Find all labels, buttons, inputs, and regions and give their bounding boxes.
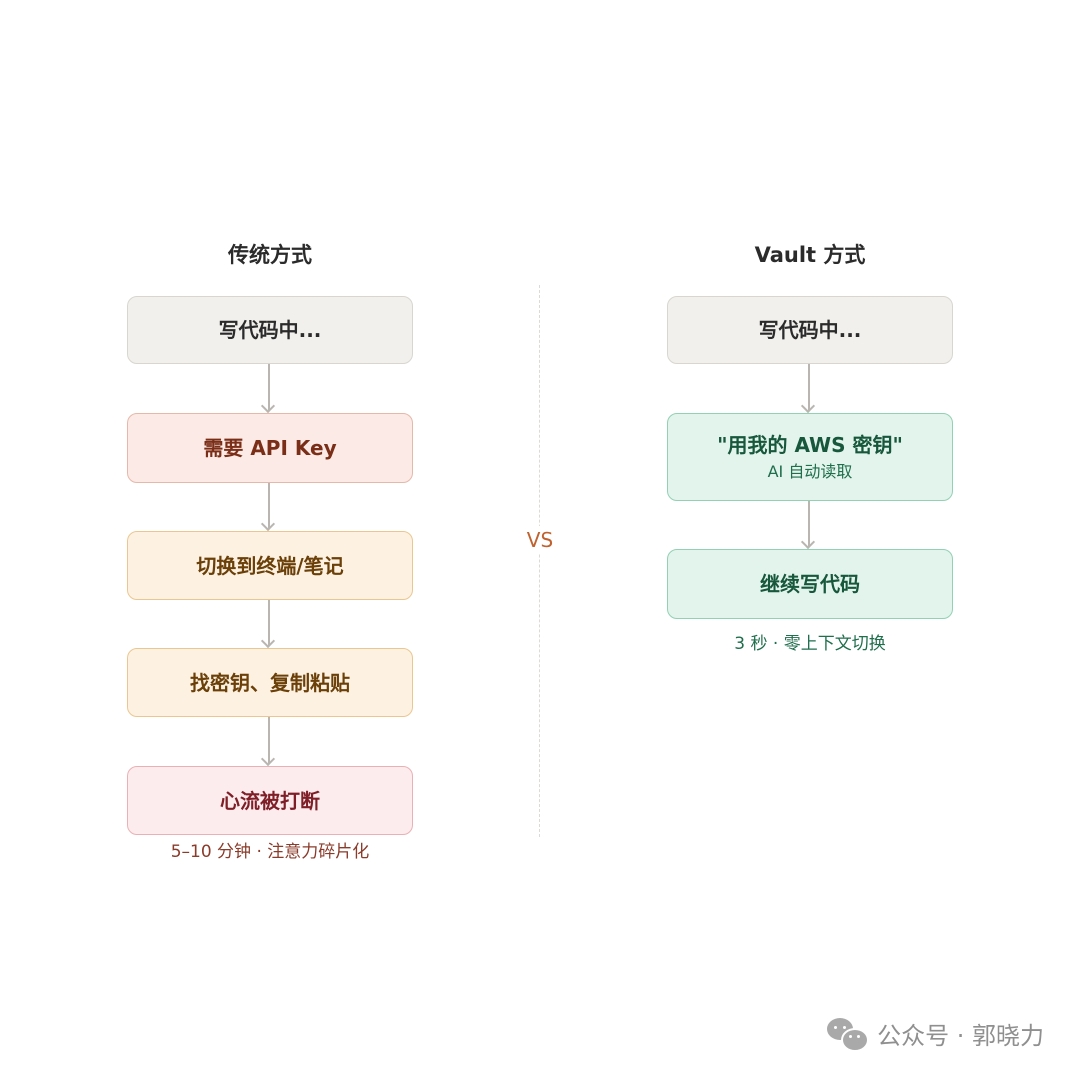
watermark-text: 公众号 · 郭晓力 bbox=[877, 1022, 1044, 1050]
left-step-label: 切换到终端/笔记 bbox=[196, 553, 344, 578]
left-arrow-3 bbox=[268, 600, 270, 645]
right-time-note: 3 秒 · 零上下文切换 bbox=[734, 634, 886, 654]
left-step-flow-interrupted: 心流被打断 bbox=[127, 766, 413, 835]
left-arrow-2 bbox=[268, 483, 270, 528]
right-arrow-1 bbox=[808, 364, 810, 410]
right-step-ask-aws-key: "用我的 AWS 密钥" AI 自动读取 bbox=[667, 413, 953, 501]
left-step-label: 心流被打断 bbox=[220, 788, 320, 813]
left-arrow-1 bbox=[268, 364, 270, 410]
right-step-label: 写代码中... bbox=[758, 318, 862, 342]
wechat-icon bbox=[827, 1017, 870, 1052]
left-step-label: 找密钥、复制粘贴 bbox=[190, 670, 350, 695]
left-column-title: 传统方式 bbox=[228, 243, 312, 267]
right-column-title: Vault 方式 bbox=[754, 243, 866, 267]
left-step-label: 需要 API Key bbox=[203, 436, 337, 460]
left-time-note: 5–10 分钟 · 注意力碎片化 bbox=[170, 842, 370, 862]
left-step-label: 写代码中... bbox=[218, 318, 322, 342]
center-divider bbox=[539, 285, 540, 837]
left-step-switch-terminal: 切换到终端/笔记 bbox=[127, 531, 413, 600]
left-step-find-copy-key: 找密钥、复制粘贴 bbox=[127, 648, 413, 717]
vs-label: VS bbox=[510, 526, 570, 554]
right-step-continue-coding: 继续写代码 bbox=[667, 549, 953, 619]
left-step-writing-code: 写代码中... bbox=[127, 296, 413, 364]
right-arrow-2 bbox=[808, 501, 810, 546]
watermark: 公众号 · 郭晓力 bbox=[827, 1016, 1044, 1052]
right-step-label: "用我的 AWS 密钥" bbox=[717, 433, 903, 457]
right-step-label: 继续写代码 bbox=[760, 572, 860, 596]
left-step-need-api-key: 需要 API Key bbox=[127, 413, 413, 483]
right-step-writing-code: 写代码中... bbox=[667, 296, 953, 364]
left-arrow-4 bbox=[268, 717, 270, 763]
right-step-sublabel: AI 自动读取 bbox=[767, 462, 853, 481]
